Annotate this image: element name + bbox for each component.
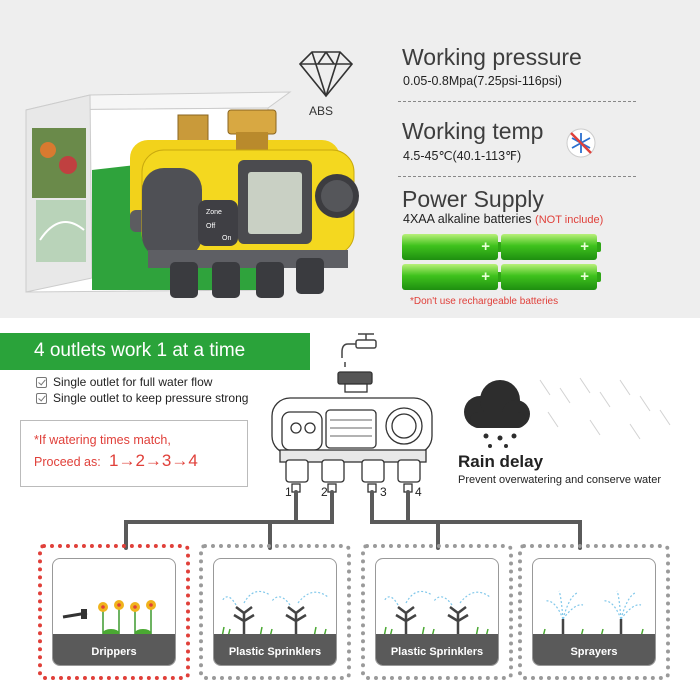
faucet-icon [341, 333, 377, 367]
snowflake-heat-icon [566, 128, 596, 158]
temp-value: 4.5-45℃(40.1-113℉) [403, 149, 522, 163]
outlet-number: 2 [321, 485, 328, 499]
checkbox-icon [36, 376, 47, 388]
sequence-note-line1: *If watering times match, [34, 433, 171, 447]
outlets-banner-text: 4 outlets work 1 at a time [34, 340, 246, 361]
feature-item: Single outlet for full water flow [36, 375, 212, 389]
checkbox-icon [36, 392, 47, 404]
ground [53, 634, 175, 665]
zone-label: Drippers [91, 646, 137, 658]
sprinkler-illustration [383, 590, 491, 638]
timer-line-drawing [271, 371, 433, 493]
pressure-value: 0.05-0.8Mpa(7.25psi-116psi) [403, 74, 562, 88]
divider [398, 101, 636, 102]
sequence-note-line2: Proceed as: [34, 455, 101, 469]
temp-title: Working temp [402, 118, 544, 144]
divider [398, 176, 636, 177]
battery-icon: + [402, 264, 502, 290]
power-title: Power Supply [402, 186, 544, 212]
dripper-plants-illustration [62, 600, 156, 637]
rain-cloud-icon [464, 377, 671, 448]
outlet-number: 1 [285, 485, 292, 499]
zone-label: Plastic Sprinklers [390, 646, 484, 658]
battery-icon: + [501, 264, 601, 290]
battery-icon: + [402, 234, 502, 260]
zone-button-label: Zone [206, 209, 222, 216]
zone-plastic-sprinklers: Plastic Sprinklers [199, 544, 351, 680]
power-note: (NOT include) [535, 214, 604, 226]
ground [376, 634, 498, 665]
zone-label: Sprayers [570, 646, 618, 658]
zone-card: Sprayers [532, 558, 656, 666]
zone-label: Plastic Sprinklers [228, 646, 322, 658]
power-value-row: 4XAA alkaline batteries (NOT include) [403, 212, 603, 226]
zone-card: Plastic Sprinklers [213, 558, 337, 666]
battery-warning: *Don't use rechargeable batteries [410, 296, 559, 307]
diamond-icon [298, 51, 354, 98]
rain-delay-subtitle: Prevent overwatering and conserve water [458, 474, 661, 486]
pressure-title: Working pressure [402, 44, 582, 70]
zone-plastic-sprinklers: Plastic Sprinklers [361, 544, 513, 680]
ground [533, 634, 655, 665]
on-button-label: On [222, 235, 231, 242]
specs-section: Zone Off On ABS Working pressure 0 [0, 0, 700, 318]
zone-card: Drippers [52, 558, 176, 666]
sequence-note-box [20, 420, 248, 487]
zone-card: Plastic Sprinklers [375, 558, 499, 666]
sprayer-illustration [542, 590, 644, 638]
power-value: 4XAA alkaline batteries [403, 212, 532, 226]
hose-lines [124, 490, 582, 550]
feature-text: Single outlet to keep pressure strong [53, 391, 249, 405]
feature-text: Single outlet for full water flow [53, 375, 213, 389]
material-label: ABS [309, 104, 334, 118]
rain-delay-title: Rain delay [458, 452, 544, 471]
zone-drippers: Drippers [38, 544, 190, 680]
zone-sprayers: Sprayers [518, 544, 670, 680]
sprinkler-illustration [221, 590, 329, 638]
ground [214, 634, 336, 665]
timer-device-front: Zone Off On [141, 109, 359, 298]
feature-item: Single outlet to keep pressure strong [36, 391, 248, 405]
sequence-order: 1→2→3→4 [109, 451, 198, 470]
outlets-banner [0, 333, 310, 370]
battery-icon: + [501, 234, 601, 260]
product-illustration: Zone Off On [25, 51, 359, 298]
off-button-label: Off [206, 223, 215, 230]
outlet-number: 4 [415, 485, 422, 499]
outlet-number: 3 [380, 485, 387, 499]
